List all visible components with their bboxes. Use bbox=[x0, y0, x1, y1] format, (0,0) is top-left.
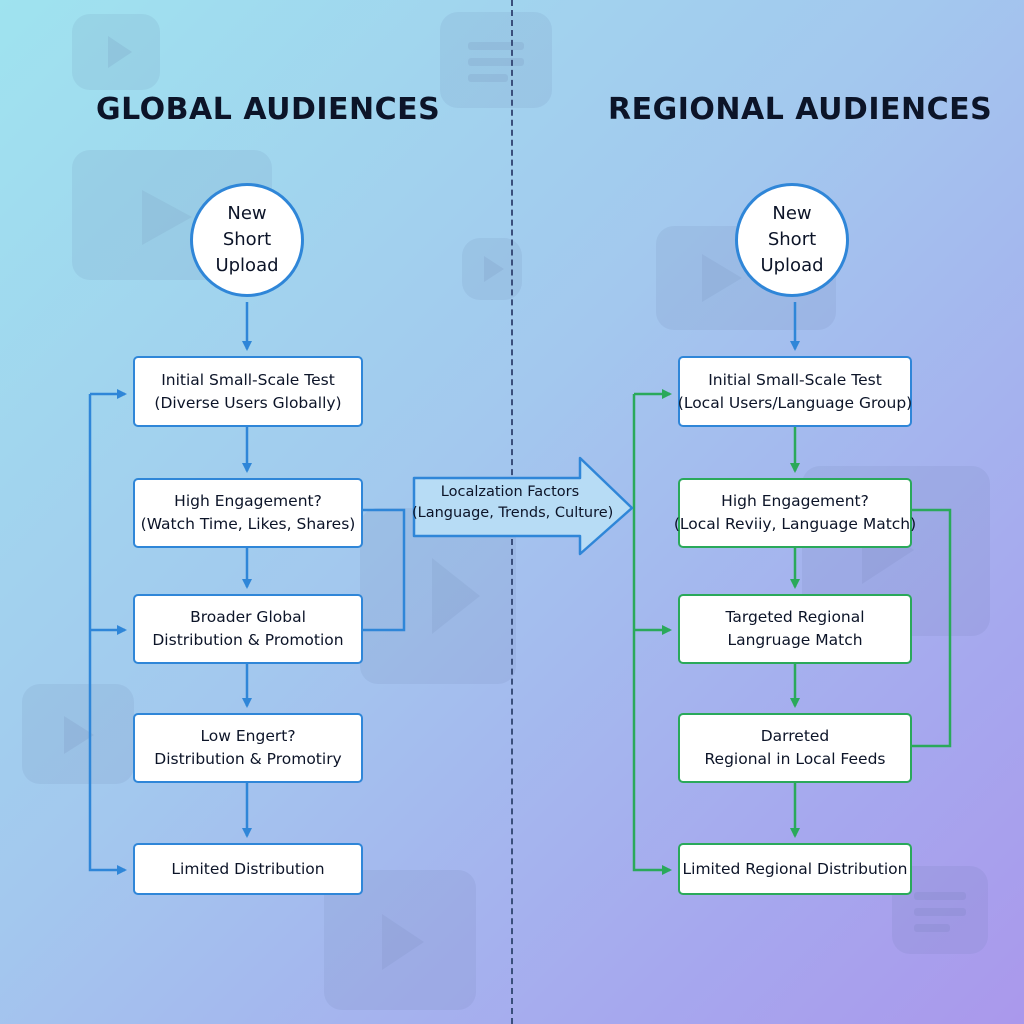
step-title: Broader Global bbox=[190, 608, 306, 626]
start-line: Short bbox=[767, 229, 817, 250]
factors-subtitle: (Language, Trends, Culture) bbox=[412, 505, 614, 521]
step-title: Darreted bbox=[760, 727, 830, 745]
step-title: High Engagement? bbox=[174, 492, 322, 510]
step-subtitle: Langruage Match bbox=[727, 631, 863, 649]
play-icon bbox=[72, 14, 160, 90]
step-subtitle: Regional in Local Feeds bbox=[704, 750, 886, 768]
global-heading: GLOBAL AUDIENCES bbox=[96, 92, 441, 127]
step-title: Initial Small-Scale Test bbox=[161, 370, 335, 389]
step-subtitle: (Local Reviiy, Language Match) bbox=[673, 515, 917, 533]
step-subtitle: (Diverse Users Globally) bbox=[154, 393, 342, 412]
global-step-initial-test: Initial Small-Scale Test (Diverse Users … bbox=[133, 356, 363, 427]
localization-factors-arrow: Localzation Factors (Language, Trends, C… bbox=[412, 456, 634, 556]
start-line: New bbox=[772, 203, 812, 224]
play-icon bbox=[22, 684, 134, 784]
regional-heading: REGIONAL AUDIENCES bbox=[608, 92, 993, 127]
step-title: High Engagement? bbox=[721, 492, 869, 510]
step-title: Initial Small-Scale Test bbox=[708, 370, 882, 389]
step-subtitle: Distribution & Promotiry bbox=[154, 750, 342, 768]
global-step-low-engagement: Low Engert? Distribution & Promotiry bbox=[133, 713, 363, 783]
start-line: New bbox=[227, 203, 267, 224]
play-icon bbox=[462, 238, 522, 300]
regional-step-targeted-regional: Targeted Regional Langruage Match bbox=[678, 594, 912, 664]
regional-step-initial-test: Initial Small-Scale Test (Local Users/La… bbox=[678, 356, 912, 427]
start-line: Short bbox=[222, 229, 272, 250]
regional-step-high-engagement: High Engagement? (Local Reviiy, Language… bbox=[674, 478, 916, 548]
step-subtitle: (Watch Time, Likes, Shares) bbox=[140, 515, 356, 533]
global-step-limited-distribution: Limited Distribution bbox=[133, 843, 363, 895]
factors-title: Localzation Factors bbox=[440, 484, 580, 500]
global-step-broader-distribution: Broader Global Distribution & Promotion bbox=[133, 594, 363, 664]
step-subtitle: Distribution & Promotion bbox=[152, 631, 344, 649]
step-subtitle: (Local Users/Language Group) bbox=[677, 393, 913, 412]
regional-step-limited-distribution: Limited Regional Distribution bbox=[678, 843, 912, 895]
step-title: Low Engert? bbox=[200, 727, 296, 745]
list-icon bbox=[440, 12, 552, 108]
global-step-high-engagement: High Engagement? (Watch Time, Likes, Sha… bbox=[133, 478, 363, 548]
step-title: Limited Distribution bbox=[171, 859, 325, 878]
regional-step-local-feeds: Darreted Regional in Local Feeds bbox=[678, 713, 912, 783]
start-line: Upload bbox=[760, 255, 824, 276]
step-title: Targeted Regional bbox=[725, 608, 865, 626]
step-title: Limited Regional Distribution bbox=[682, 859, 908, 878]
start-line: Upload bbox=[215, 255, 279, 276]
